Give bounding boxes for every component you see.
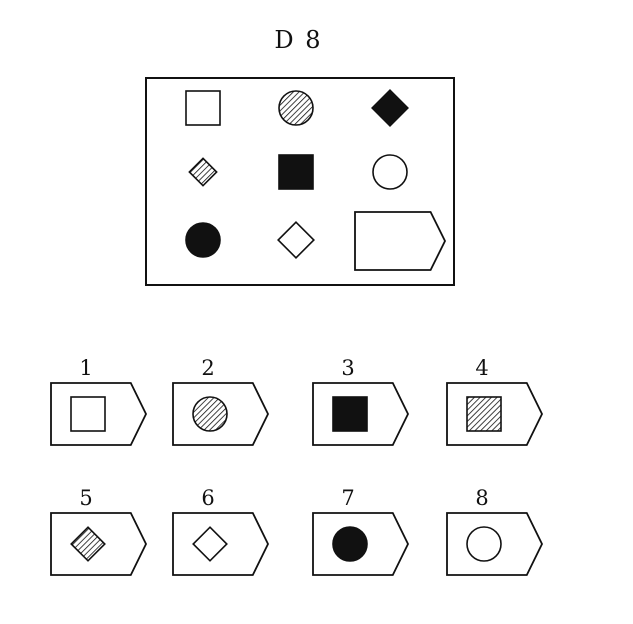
matrix-cell-2-2-square (278, 154, 314, 190)
answer-option-4[interactable]: 4 (446, 356, 544, 446)
matrix-cell-3-2-diamond (277, 221, 315, 259)
matrix-cell-2-1-diamond (188, 157, 218, 187)
matrix-grid (185, 89, 447, 271)
option-6-diamond (192, 526, 228, 562)
option-4-square (466, 396, 502, 432)
option-3-square (332, 396, 368, 432)
puzzle-title: D 8 (274, 26, 323, 54)
answer-option-5[interactable]: 5 (50, 486, 148, 576)
option-2-circle (192, 396, 228, 432)
matrix-cell-1-3-diamond (371, 89, 409, 127)
matrix-cell-3-1-circle (185, 222, 221, 258)
option-number-label: 1 (79, 356, 92, 380)
missing-piece-slot (354, 211, 447, 271)
answer-options: 1 2 3 4 5 6 7 8 (50, 356, 544, 576)
option-7-circle (332, 526, 368, 562)
option-8-circle (466, 526, 502, 562)
option-1-square (70, 396, 106, 432)
matrix-frame (145, 77, 455, 286)
answer-option-3[interactable]: 3 (312, 356, 410, 446)
matrix-cell-1-2-circle (278, 90, 314, 126)
answer-option-2[interactable]: 2 (172, 356, 270, 446)
option-number-label: 3 (341, 356, 354, 380)
answer-option-7[interactable]: 7 (312, 486, 410, 576)
matrix-cell-2-3-circle (372, 154, 408, 190)
option-number-label: 5 (79, 486, 92, 510)
option-number-label: 7 (341, 486, 354, 510)
option-number-label: 6 (201, 486, 214, 510)
option-number-label: 2 (201, 356, 214, 380)
answer-option-8[interactable]: 8 (446, 486, 544, 576)
answer-option-6[interactable]: 6 (172, 486, 270, 576)
option-number-label: 4 (475, 356, 488, 380)
option-5-diamond (70, 526, 106, 562)
option-number-label: 8 (475, 486, 488, 510)
matrix-cell-1-1-square (185, 90, 221, 126)
answer-option-1[interactable]: 1 (50, 356, 148, 446)
